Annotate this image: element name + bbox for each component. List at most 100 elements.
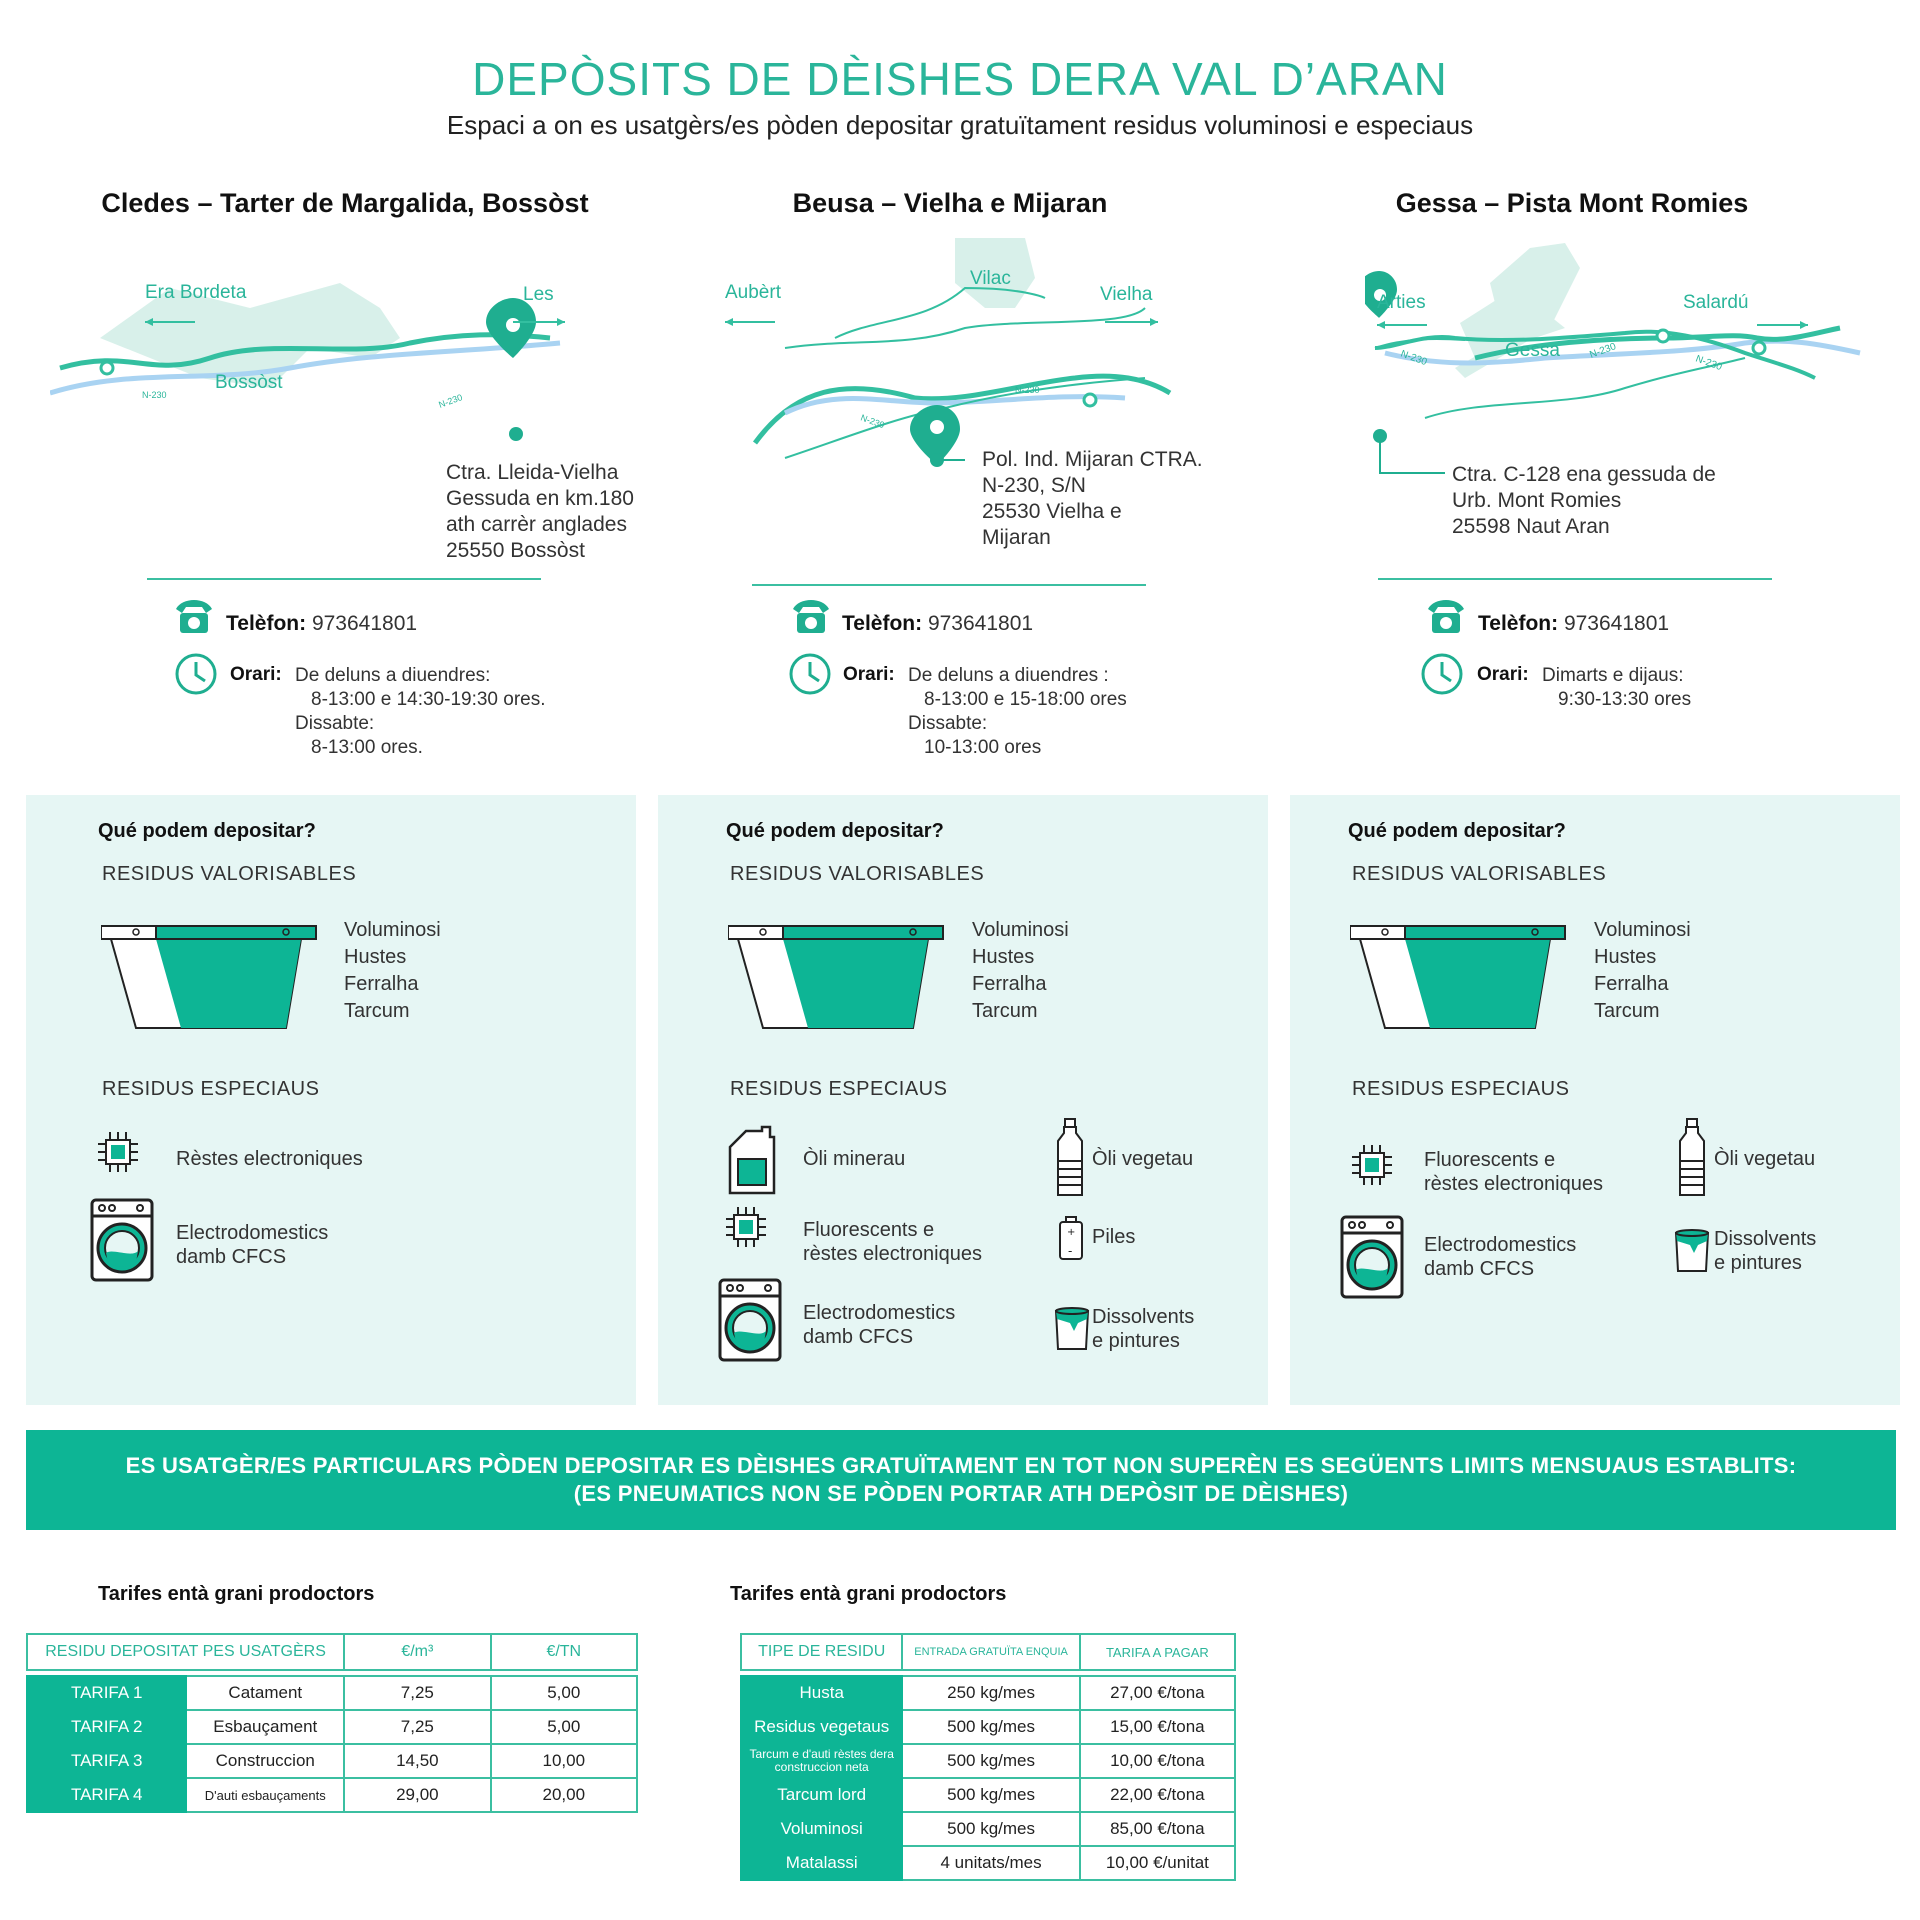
container-icon <box>101 925 317 1029</box>
map-label-left: Aubèrt <box>725 282 782 303</box>
table-header: TARIFA A PAGAR <box>1078 1633 1237 1671</box>
special-electronics: Rèstes electroniques <box>176 1148 363 1170</box>
phone-cledes: Telèfon: 973641801 <box>226 612 418 635</box>
table-cell: 500 kg/mes <box>901 1777 1081 1813</box>
table1-title: Tarifes entà grani prodoctors <box>98 1583 375 1605</box>
battery-icon: + - <box>1059 1216 1083 1260</box>
table-cell: 22,00 €/tona <box>1078 1777 1237 1813</box>
washing-machine-icon <box>90 1198 154 1282</box>
table-row: Voluminosi 500 kg/mes 85,00 €/tona <box>739 1811 1237 1847</box>
schedule-label: Orari: <box>1477 664 1529 685</box>
special-appliances: Electrodomestics damb CFCS <box>176 1222 329 1268</box>
map-gessa: Arties Salardú Gessa N-230 N-230 N-230 <box>1365 243 1861 474</box>
table-row: Tarcum lord 500 kg/mes 22,00 €/tona <box>739 1777 1237 1813</box>
table-cell <box>27 1670 637 1676</box>
panel-question: Qué podem depositar? <box>1348 820 1566 842</box>
special-appliances: Electrodomestics damb CFCS <box>803 1302 956 1348</box>
table-cell: Catament <box>185 1675 346 1711</box>
map-label-right: Salardú <box>1683 292 1749 313</box>
map-label-left: Era Bordeta <box>145 282 247 303</box>
special-fluorescent: Fluorescents e rèstes electroniques <box>803 1219 982 1265</box>
map-road-label: N-230 <box>1399 348 1429 368</box>
table-row: TARIFA 1 Catament 7,25 5,00 <box>25 1675 639 1711</box>
special-paints: Dissolvents e pintures <box>1714 1228 1817 1274</box>
valorisable-list: Voluminosi Hustes Ferralha Tarcum <box>344 919 441 1022</box>
chip-icon <box>98 1132 138 1172</box>
oil-canister-icon <box>728 1125 776 1195</box>
special-veg-oil: Òli vegetau <box>1092 1148 1194 1170</box>
tariff-table: RESIDU DEPOSITAT PES USATGÈRS €/m³ €/TN … <box>25 1633 639 1813</box>
table-cell: 10,00 €/unitat <box>1078 1845 1237 1881</box>
oil-bottle-icon <box>1679 1118 1705 1196</box>
table-cell: 500 kg/mes <box>901 1743 1081 1779</box>
map-road-label: N-230 <box>1588 341 1618 361</box>
paint-can-icon <box>1674 1229 1710 1272</box>
table-cell: TARIFA 3 <box>25 1743 188 1779</box>
special-title: RESIDUS ESPECIAUS <box>730 1078 948 1100</box>
phone-icon <box>1428 600 1464 633</box>
divider <box>752 584 1146 586</box>
valorisable-list: Voluminosi Hustes Ferralha Tarcum <box>1594 919 1691 1022</box>
table-row: Residus vegetaus 500 kg/mes 15,00 €/tona <box>739 1709 1237 1745</box>
table-cell: 27,00 €/tona <box>1078 1675 1237 1711</box>
table-cell: TARIFA 2 <box>25 1709 188 1745</box>
table-cell: 250 kg/mes <box>901 1675 1081 1711</box>
oil-bottle-icon <box>1057 1118 1083 1196</box>
free-limits-table: TIPE DE RESIDU ENTRADA GRATUÏTA ENQUIA T… <box>739 1633 1237 1881</box>
table-header: TIPE DE RESIDU <box>739 1633 904 1671</box>
special-title: RESIDUS ESPECIAUS <box>1352 1078 1570 1100</box>
table-cell <box>741 1670 1235 1676</box>
table-header: ENTRADA GRATUÏTA ENQUIA <box>901 1633 1081 1671</box>
table-cell: 5,00 <box>489 1675 639 1711</box>
washing-machine-icon <box>1340 1215 1404 1299</box>
valorisable-title: RESIDUS VALORISABLES <box>102 863 357 885</box>
table-header: RESIDU DEPOSITAT PES USATGÈRS <box>25 1633 346 1671</box>
container-icon <box>1350 925 1566 1029</box>
table-cell: 15,00 €/tona <box>1078 1709 1237 1745</box>
clock-icon <box>789 653 831 695</box>
panel-cledes: Qué podem depositar? RESIDUS VALORISABLE… <box>26 795 636 1405</box>
valorisable-title: RESIDUS VALORISABLES <box>730 863 985 885</box>
phone-icon <box>176 600 212 633</box>
table-cell: 500 kg/mes <box>901 1709 1081 1745</box>
chip-icon <box>1352 1145 1392 1185</box>
washing-machine-icon <box>718 1278 782 1362</box>
phone-beusa: Telèfon: 973641801 <box>842 612 1034 635</box>
map-label-town: Gessa <box>1505 340 1560 361</box>
special-title: RESIDUS ESPECIAUS <box>102 1078 320 1100</box>
phone-gessa: Telèfon: 973641801 <box>1478 612 1670 635</box>
table-row: TARIFA 2 Esbauçament 7,25 5,00 <box>25 1709 639 1745</box>
schedule-label: Orari: <box>843 664 895 685</box>
special-paints: Dissolvents e pintures <box>1092 1306 1195 1352</box>
table-cell: 500 kg/mes <box>901 1811 1081 1847</box>
map-label-left: Arties <box>1377 292 1426 313</box>
map-road-label: N-230 <box>437 392 463 410</box>
table-cell: 4 unitats/mes <box>901 1845 1081 1881</box>
panel-question: Qué podem depositar? <box>726 820 944 842</box>
address-cledes: Ctra. Lleida-Vielha Gessuda en km.180 at… <box>446 461 634 562</box>
table-cell: Tarcum lord <box>739 1777 904 1813</box>
location-title-cledes: Cledes – Tarter de Margalida, Bossòst <box>101 188 589 218</box>
special-appliances: Electrodomestics damb CFCS <box>1424 1234 1577 1280</box>
map-label-town: Vilac <box>970 268 1011 289</box>
divider <box>1378 578 1772 580</box>
table-cell: 10,00 €/tona <box>1078 1743 1237 1779</box>
table-cell: Tarcum e d'auti rèstes dera construccion… <box>739 1743 904 1779</box>
table-cell: Construccion <box>185 1743 346 1779</box>
map-road-label: N-230 <box>142 390 167 400</box>
table-cell: 14,50 <box>343 1743 492 1779</box>
table-cell: 7,25 <box>343 1709 492 1745</box>
page-title: DEPÒSITS DE DÈISHES DERA VAL D’ARAN <box>472 53 1448 105</box>
table-cell: Matalassi <box>739 1845 904 1881</box>
chip-icon <box>726 1207 766 1247</box>
table-header: €/m³ <box>343 1633 492 1671</box>
map-label-right: Vielha <box>1100 284 1153 305</box>
special-mineral-oil: Òli minerau <box>803 1148 906 1170</box>
table-cell: Residus vegetaus <box>739 1709 904 1745</box>
special-veg-oil: Òli vegetau <box>1714 1148 1816 1170</box>
table-row: Matalassi 4 unitats/mes 10,00 €/unitat <box>739 1845 1237 1881</box>
clock-icon <box>1421 653 1463 695</box>
address-gessa: Ctra. C-128 ena gessuda de Urb. Mont Rom… <box>1452 463 1716 538</box>
clock-icon <box>175 653 217 695</box>
divider <box>147 578 541 580</box>
